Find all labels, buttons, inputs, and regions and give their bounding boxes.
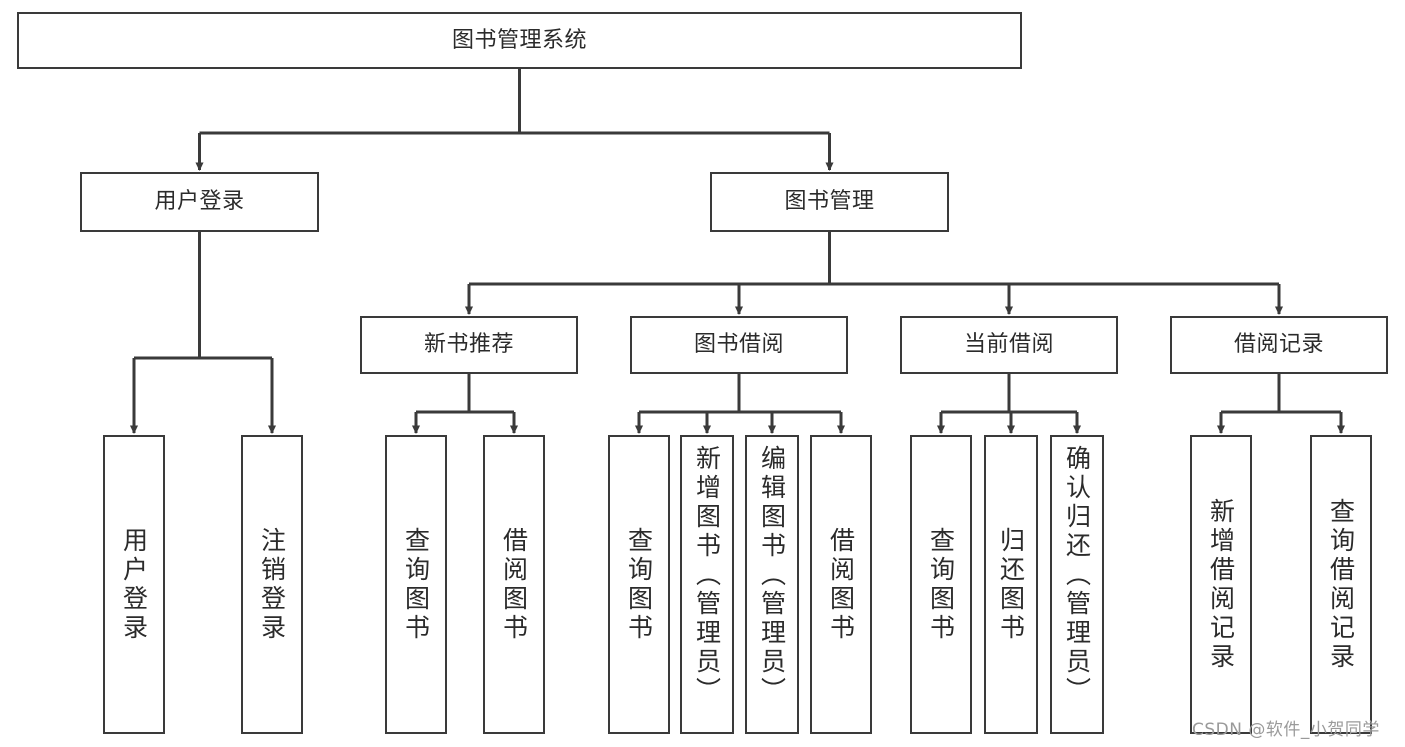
node-label: 图书管理系统 bbox=[451, 27, 587, 53]
connector-bus bbox=[469, 232, 1279, 286]
connector-bus bbox=[416, 374, 514, 414]
node-leaf-query-book-1: 查询图书 bbox=[385, 435, 447, 734]
connector-bus bbox=[199, 69, 830, 135]
node-leaf-add-record: 新增借阅记录 bbox=[1190, 435, 1252, 734]
node-leaf-user-login: 用户登录 bbox=[103, 435, 165, 734]
node-leaf-query-book-3: 查询图书 bbox=[910, 435, 972, 734]
node-label: 用户登录 bbox=[154, 189, 245, 215]
node-label: 查询图书 bbox=[624, 526, 654, 643]
node-label: 编辑图书（管理员） bbox=[757, 445, 787, 706]
node-label: 图书借阅 bbox=[693, 332, 784, 358]
node-leaf-borrow-book-2: 借阅图书 bbox=[810, 435, 872, 734]
node-leaf-return-book: 归还图书 bbox=[984, 435, 1038, 734]
node-leaf-add-book: 新增图书（管理员） bbox=[680, 435, 734, 734]
node-label: 借阅图书 bbox=[499, 526, 529, 643]
node-leaf-confirm-return: 确认归还（管理员） bbox=[1050, 435, 1104, 734]
node-book-borrow: 图书借阅 bbox=[630, 316, 848, 374]
node-user-login: 用户登录 bbox=[80, 172, 319, 232]
connector-bus bbox=[941, 374, 1077, 414]
connector-bus bbox=[639, 374, 841, 414]
csdn-watermark: CSDN @软件_小贺同学 bbox=[1192, 720, 1380, 740]
node-label: 归还图书 bbox=[996, 526, 1026, 643]
node-label: 图书管理 bbox=[784, 189, 875, 215]
node-label: 确认归还（管理员） bbox=[1062, 445, 1092, 706]
node-label: 查询图书 bbox=[401, 526, 431, 643]
connector-bus bbox=[1221, 374, 1341, 414]
node-label: 当前借阅 bbox=[963, 332, 1054, 358]
node-new-book-rec: 新书推荐 bbox=[360, 316, 578, 374]
node-leaf-edit-book: 编辑图书（管理员） bbox=[745, 435, 799, 734]
node-book-manage: 图书管理 bbox=[710, 172, 949, 232]
node-label: 新增图书（管理员） bbox=[692, 445, 722, 706]
node-label: 新增借阅记录 bbox=[1206, 497, 1236, 672]
node-leaf-logout: 注销登录 bbox=[241, 435, 303, 734]
node-root: 图书管理系统 bbox=[17, 12, 1022, 69]
node-current-borrow: 当前借阅 bbox=[900, 316, 1118, 374]
node-label: 用户登录 bbox=[119, 526, 149, 643]
node-label: 借阅记录 bbox=[1233, 332, 1324, 358]
node-label: 注销登录 bbox=[257, 526, 287, 643]
node-leaf-query-book-2: 查询图书 bbox=[608, 435, 670, 734]
node-label: 查询借阅记录 bbox=[1326, 497, 1356, 672]
node-leaf-query-record: 查询借阅记录 bbox=[1310, 435, 1372, 734]
node-leaf-borrow-book-1: 借阅图书 bbox=[483, 435, 545, 734]
node-label: 借阅图书 bbox=[826, 526, 856, 643]
node-borrow-record: 借阅记录 bbox=[1170, 316, 1388, 374]
connector-bus bbox=[134, 232, 272, 360]
node-label: 新书推荐 bbox=[423, 332, 514, 358]
node-label: 查询图书 bbox=[926, 526, 956, 643]
